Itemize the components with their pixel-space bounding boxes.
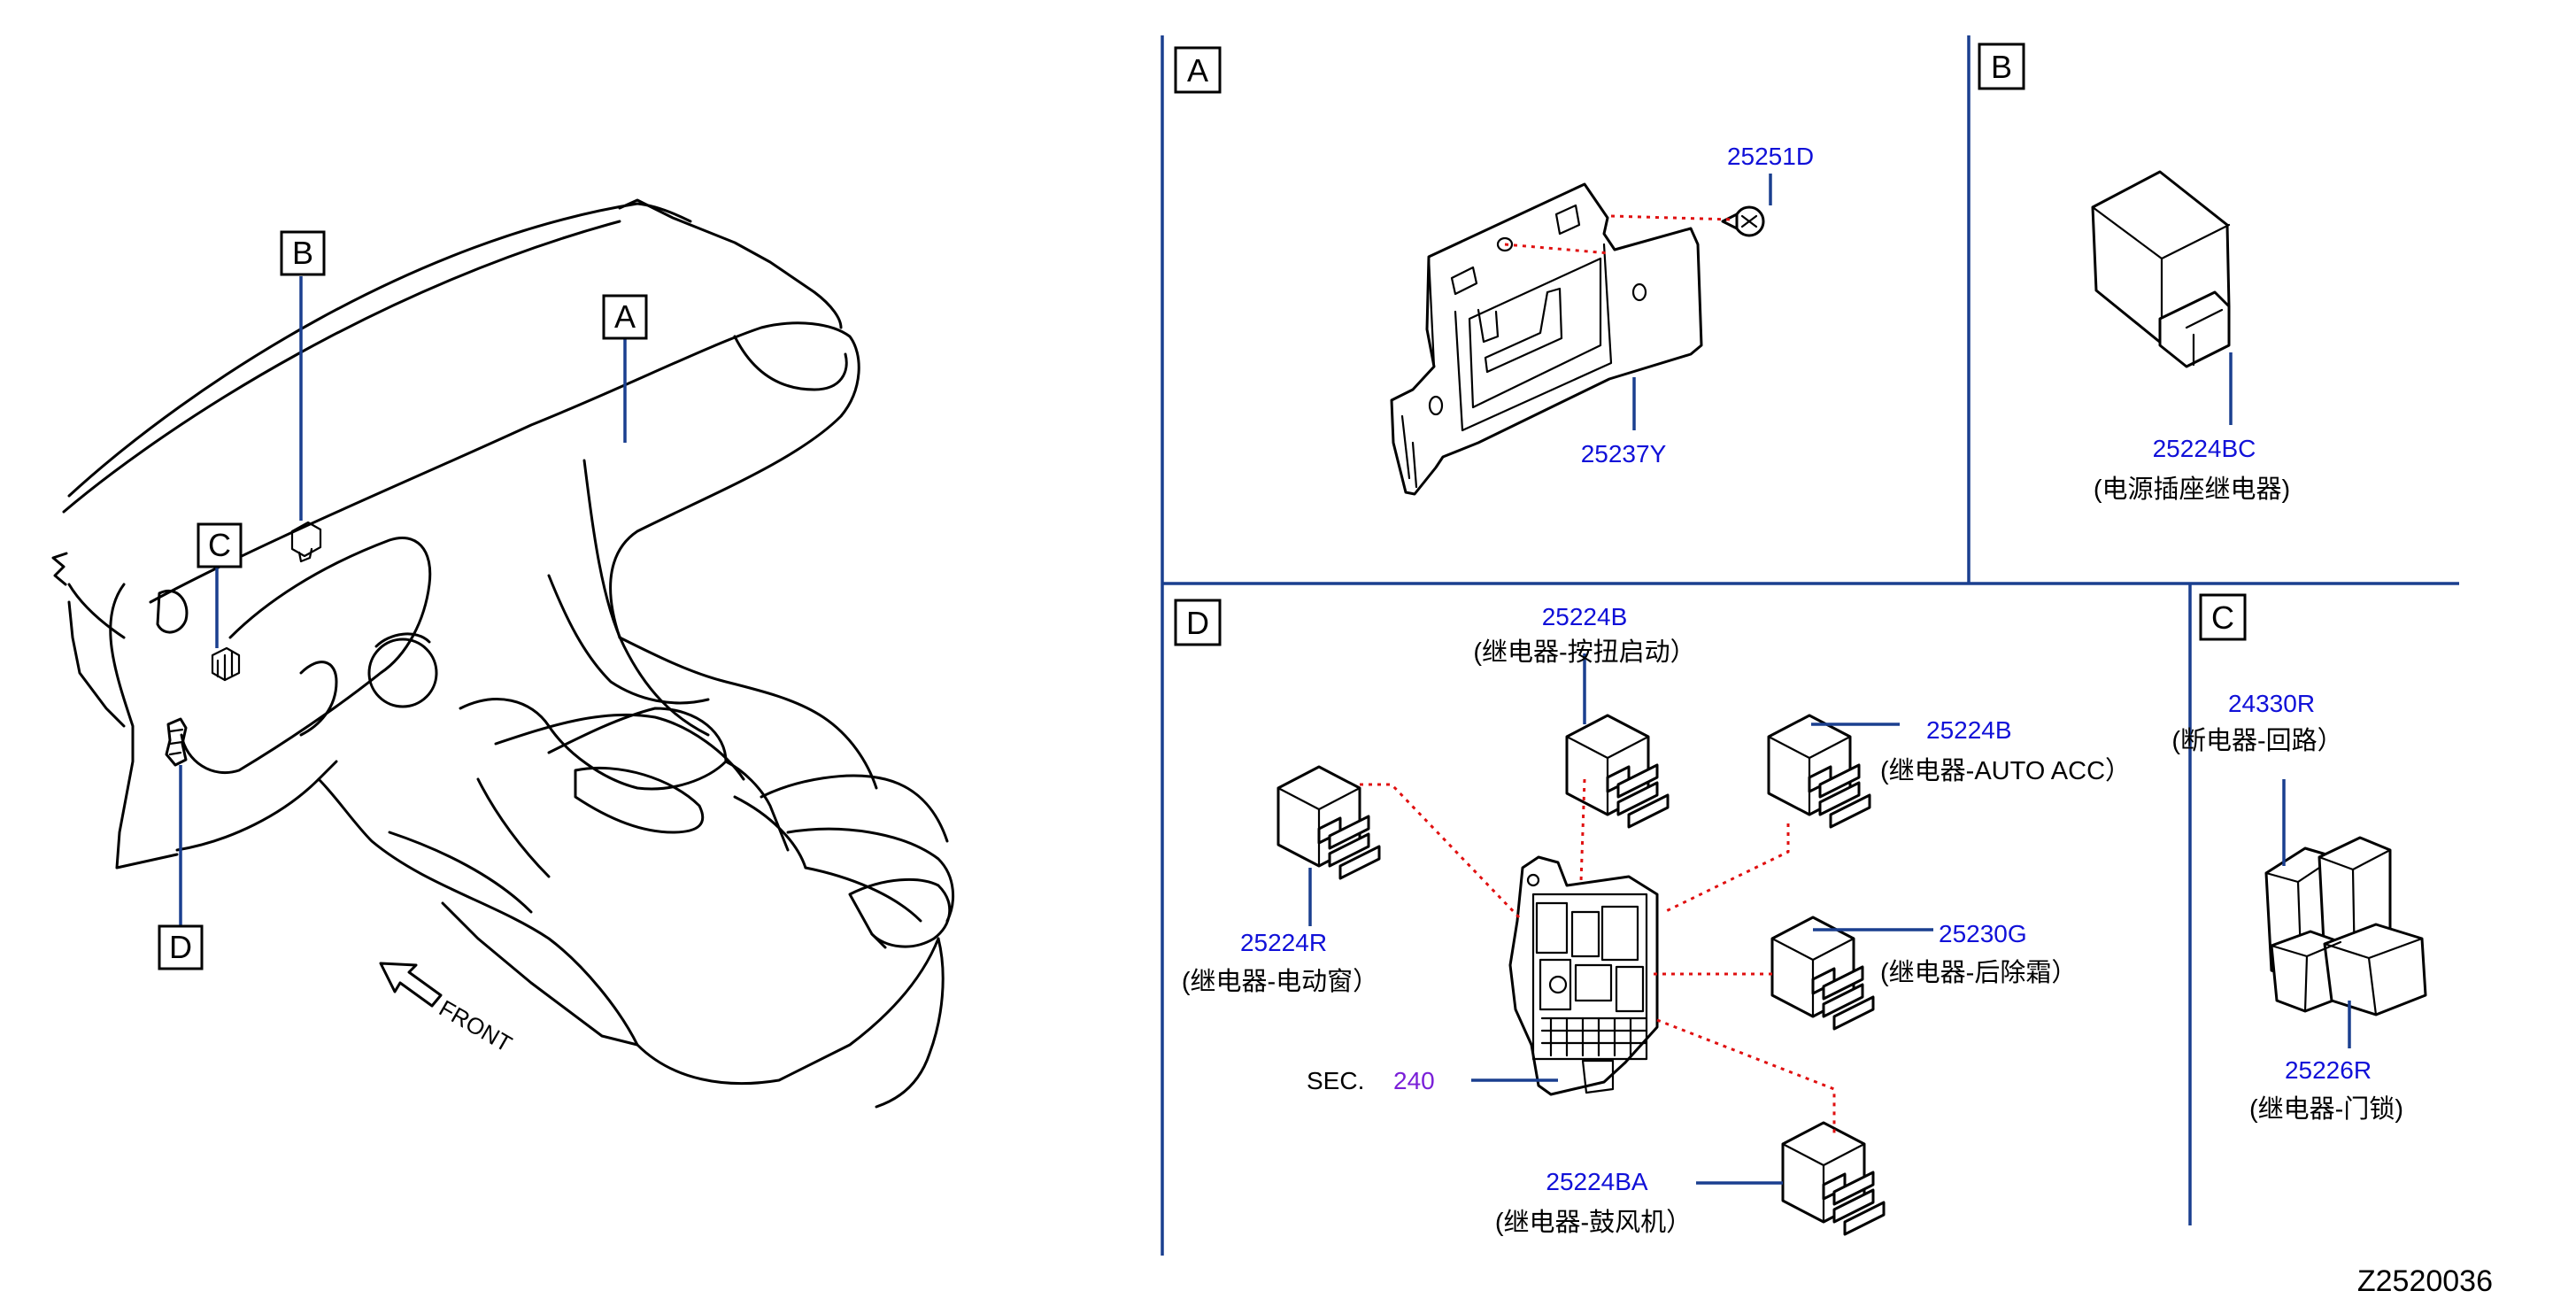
part-desc-25226r: (继电器-门锁) (2249, 1094, 2403, 1124)
part-number-25230g: 25230G (1939, 920, 2027, 947)
overview-fuse-box-d (165, 717, 188, 767)
part-number-25224b-auto-acc: 25224B (1926, 716, 2012, 744)
panel-d: D (1174, 599, 2131, 1237)
svg-text:C: C (208, 527, 231, 563)
part-number-25224ba: 25224BA (1546, 1168, 1648, 1195)
fuse-relay-box (1508, 855, 1659, 1096)
part-desc-25224ba: (继电器-鼓风机） (1495, 1208, 1692, 1237)
dashboard-illustration (51, 198, 955, 1109)
svg-text:FRONT: FRONT (435, 994, 517, 1057)
part-number-25224bc: 25224BC (2153, 435, 2256, 462)
svg-text:A: A (1187, 52, 1208, 89)
part-number-25226r: 25226R (2285, 1056, 2372, 1084)
part-desc-25224r: (继电器-电动窗） (1182, 967, 1378, 996)
part-desc-25224b-auto-acc: (继电器-AUTO ACC） (1880, 756, 2131, 785)
callout-b: B (280, 230, 326, 276)
part-desc-24330r: (断电器-回路） (2171, 726, 2342, 755)
callout-d: D (158, 924, 204, 970)
part-number-25224r: 25224R (1240, 929, 1327, 956)
screw-25251d (1721, 205, 1765, 237)
svg-text:B: B (292, 235, 313, 271)
diagram-code: Z2520036 (2357, 1264, 2493, 1298)
section-ref-number: 240 (1393, 1067, 1435, 1094)
part-number-25251d: 25251D (1727, 143, 1814, 170)
relay-25224ba-blower (1781, 1121, 1886, 1236)
svg-text:B: B (1991, 49, 2012, 85)
bracket-25237y (1390, 182, 1703, 496)
section-ref-label: SEC. (1307, 1067, 1364, 1094)
callout-a: A (602, 294, 648, 340)
part-desc-25224bc: (电源插座继电器) (2094, 475, 2290, 504)
panel-c: C 24330R (断电器-回路） 25226R (继电器-门锁) (2171, 593, 2427, 1124)
panel-b: B 25224BC (电源插座继电器) (1978, 43, 2290, 504)
relay-25224r-power-window (1276, 765, 1381, 880)
svg-text:D: D (1186, 605, 1209, 641)
overview-relay-c (211, 646, 241, 682)
panel-frame (1161, 35, 2459, 1256)
part-number-25237y: 25237Y (1581, 440, 1667, 468)
panel-a: A 25251D 25237Y (1174, 46, 1814, 496)
part-number-24330r: 24330R (2228, 690, 2315, 717)
relay-25224bc (2091, 170, 2231, 368)
callout-c: C (197, 522, 243, 568)
part-desc-25224b-push-start: (继电器-按扭启动） (1473, 638, 1695, 667)
relay-pair-24330r-25226r (2264, 836, 2427, 1016)
part-desc-25230g: (继电器-后除霜） (1880, 958, 2077, 987)
svg-text:A: A (614, 298, 636, 335)
overview-relay-b (290, 521, 322, 563)
svg-text:C: C (2211, 599, 2234, 636)
relay-25224b-auto-acc (1767, 714, 1871, 829)
relay-25230g-rear-defogger (1770, 916, 1875, 1031)
relay-25224b-push-start (1565, 714, 1670, 829)
part-number-25224b-push-start: 25224B (1542, 603, 1628, 630)
svg-text:D: D (169, 929, 192, 965)
front-arrow: FRONT (379, 962, 517, 1057)
